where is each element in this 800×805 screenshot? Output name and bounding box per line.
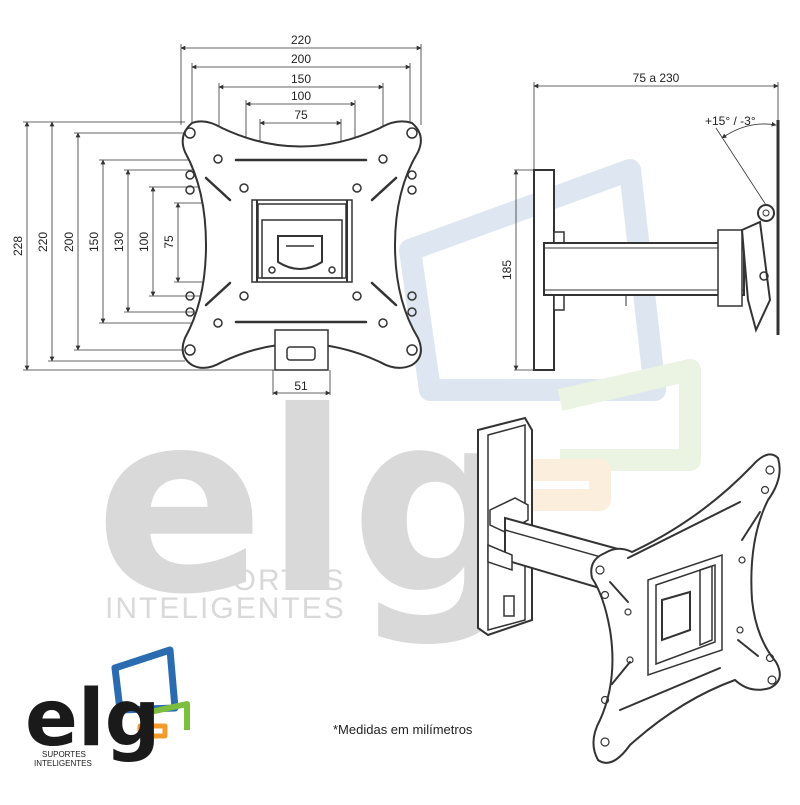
watermark-brand: elg bbox=[95, 358, 529, 649]
dim-51: 51 bbox=[294, 379, 308, 393]
logo-line2: INTELIGENTES bbox=[34, 759, 92, 768]
plate-holes bbox=[184, 127, 418, 356]
dim-200-h: 200 bbox=[62, 232, 76, 252]
dim-220-w: 220 bbox=[291, 33, 311, 47]
brand-logo-shape bbox=[111, 646, 190, 739]
dim-185: 185 bbox=[500, 260, 514, 280]
dim-depth-range: 75 a 230 bbox=[633, 71, 680, 85]
front-view bbox=[23, 44, 422, 396]
perspective-view bbox=[477, 416, 781, 764]
dim-150-w: 150 bbox=[291, 72, 311, 86]
dim-tilt: +15° / -3° bbox=[705, 114, 756, 128]
plate-slots bbox=[204, 158, 398, 324]
dim-100-w: 100 bbox=[291, 89, 311, 103]
watermark-line2: INTELIGENTES bbox=[105, 592, 346, 625]
dim-200-w: 200 bbox=[291, 52, 311, 66]
dim-75-h: 75 bbox=[162, 235, 176, 249]
dim-150-h: 150 bbox=[87, 232, 101, 252]
logo-line1: SUPORTES bbox=[42, 750, 86, 759]
logo-brand: elg bbox=[25, 674, 160, 764]
dim-228-h: 228 bbox=[11, 236, 25, 256]
arm-stub bbox=[272, 329, 331, 396]
watermark: elg SUPORTES INTELIGENTES bbox=[95, 159, 701, 649]
brand-logo: elg SUPORTES INTELIGENTES bbox=[25, 646, 190, 768]
central-bracket bbox=[251, 199, 353, 283]
dim-100-h: 100 bbox=[137, 232, 151, 252]
dim-130-h: 130 bbox=[112, 232, 126, 252]
dim-220-h: 220 bbox=[36, 232, 50, 252]
measurement-note: *Medidas em milímetros bbox=[333, 722, 473, 737]
side-view bbox=[513, 82, 780, 371]
dim-75-w: 75 bbox=[294, 108, 308, 122]
watermark-line1: SUPORTES bbox=[165, 564, 346, 597]
